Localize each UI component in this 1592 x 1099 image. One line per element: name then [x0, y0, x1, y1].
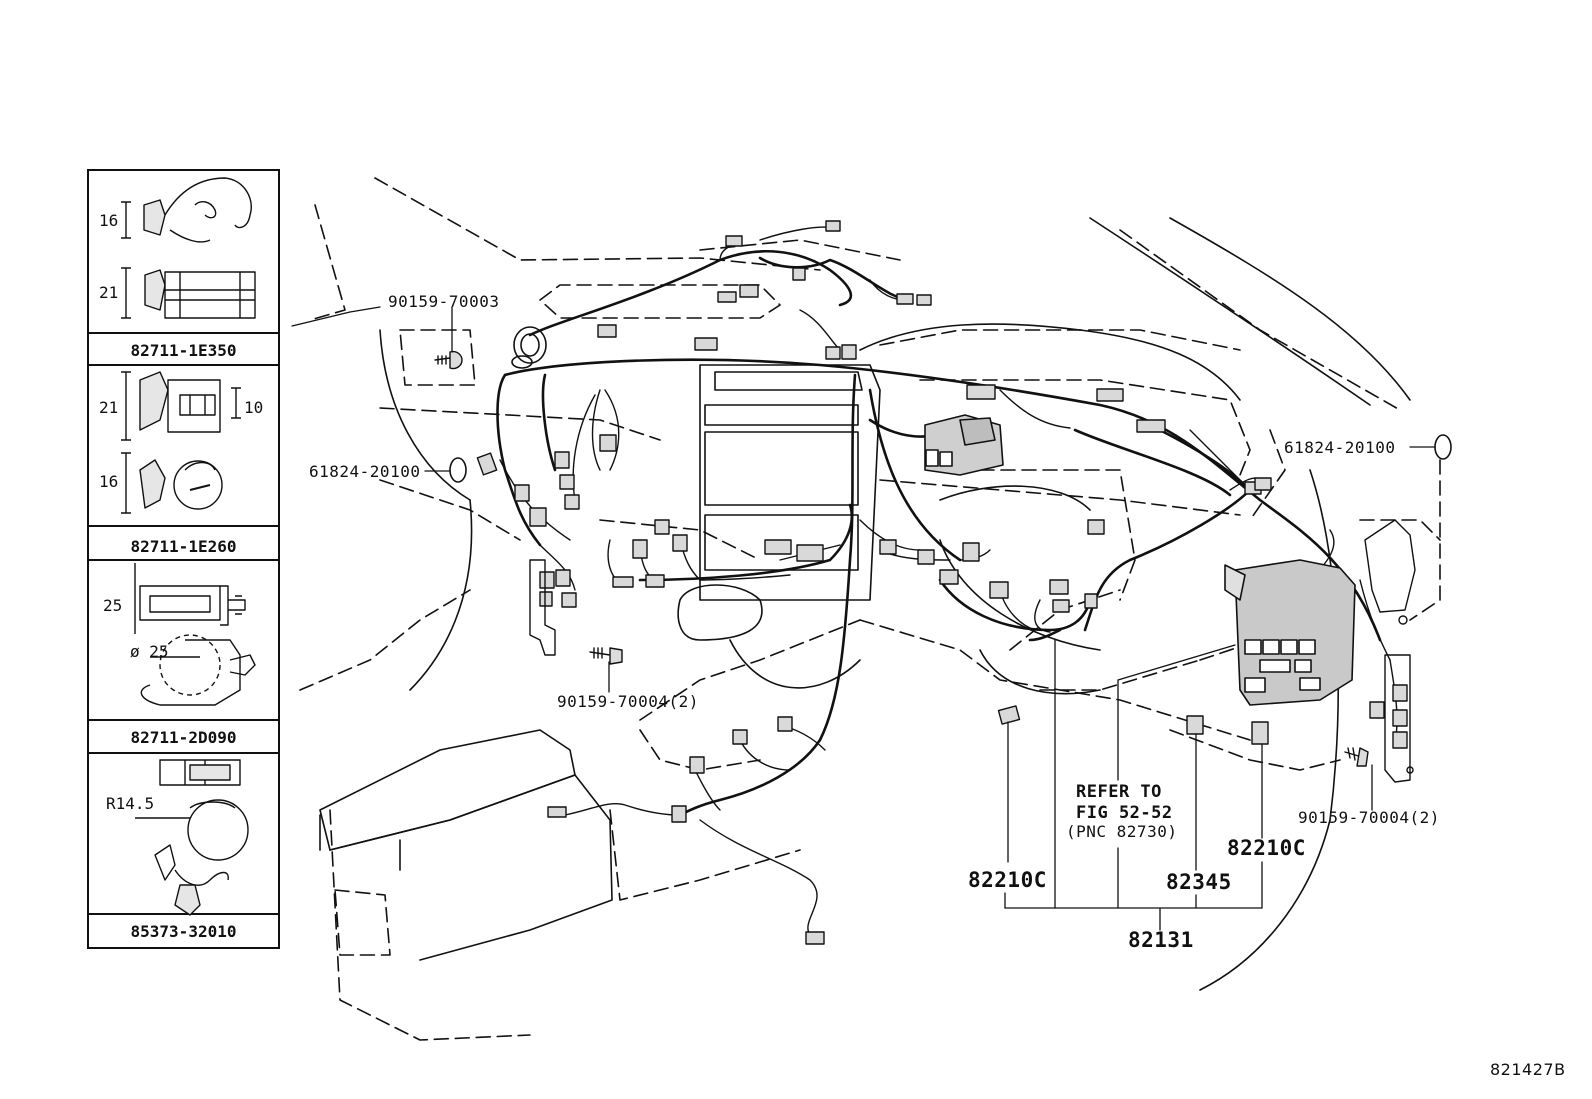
legend-part-number: 82711-1E260: [130, 537, 237, 556]
dimension-label: R14.5: [106, 794, 155, 813]
callout-plug-61824-20100-left: 61824-20100: [309, 462, 421, 481]
center-console: [677, 364, 881, 689]
callout-relay-82210c-right: 82210C: [1227, 836, 1306, 860]
armrest-console: [319, 729, 613, 961]
junction-block-center: [924, 414, 1004, 476]
clip-2d090-side-view: [134, 563, 246, 634]
brackets: [529, 519, 1416, 783]
clip-2d090-front-view: [140, 634, 256, 706]
harness-trunk: [496, 250, 1382, 817]
clip-1e260-side-view: [121, 371, 241, 441]
refer-note-line3: (PNC 82730): [1066, 822, 1178, 841]
figure-id: 821427B: [1490, 1060, 1566, 1079]
legend-divider: [89, 752, 278, 754]
connectors: [476, 220, 1408, 945]
dimension-label: 21: [99, 398, 119, 417]
screw-90159-70004-center: [589, 647, 623, 665]
callout-plug-61824-20100-right: 61824-20100: [1284, 438, 1396, 457]
callout-screw-90159-70004-right: 90159-70004(2): [1298, 808, 1440, 827]
grommets: [511, 326, 547, 369]
callout-harness-82131: 82131: [1128, 928, 1194, 952]
junction-block-right: [1224, 559, 1356, 706]
dimension-label: 21: [99, 283, 119, 302]
screw-90159-70004-right: [1344, 747, 1369, 767]
legend-divider: [89, 332, 278, 334]
legend-divider: [89, 364, 278, 366]
screw-90159-70003: [434, 350, 463, 370]
callout-relay-82345: 82345: [1166, 870, 1232, 894]
clip-85373-front-view: [135, 799, 249, 916]
refer-note-line2: FIG 52-52: [1076, 803, 1173, 823]
clip-85373-top-view: [159, 759, 241, 786]
legend-part-number: 82711-1E350: [130, 341, 237, 360]
dimension-label: 10: [244, 398, 264, 417]
legend-part-number: 82711-2D090: [130, 728, 237, 747]
dimension-label: ø 25: [130, 642, 169, 661]
legend-divider: [89, 719, 278, 721]
dimension-label: 25: [103, 596, 123, 615]
clip-1e260-front-view: [121, 452, 223, 514]
dimension-label: 16: [99, 211, 119, 230]
callout-screw-90159-70004-center: 90159-70004(2): [557, 692, 699, 711]
legend-divider: [89, 913, 278, 915]
legend-divider: [89, 525, 278, 527]
legend-divider: [89, 559, 278, 561]
clip-legend: 82711-1E350 82711-1E260 82711-2D090 8537…: [87, 169, 280, 949]
refer-note-line1: REFER TO: [1076, 782, 1162, 802]
callout-relay-82210c-left: 82210C: [968, 868, 1047, 892]
callout-screw-90159-70003: 90159-70003: [388, 292, 500, 311]
clip-1e350-side-view: [121, 177, 252, 243]
clip-1e350-front-view: [121, 267, 256, 319]
plug-hole-left: [449, 457, 467, 483]
dimension-label: 16: [99, 472, 119, 491]
legend-part-number: 85373-32010: [130, 922, 237, 941]
leader-lines: [291, 306, 1436, 931]
